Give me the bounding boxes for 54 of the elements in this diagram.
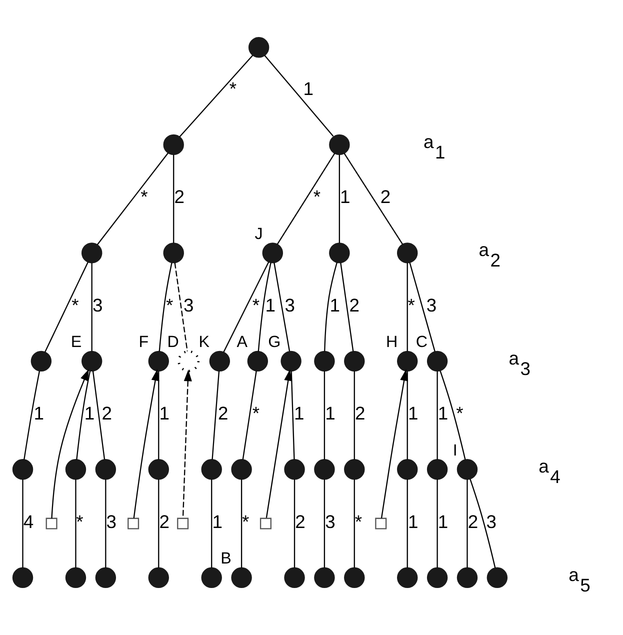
edge-label: * [408,294,415,315]
node-label: K [198,332,210,351]
node-label: C [416,332,428,351]
node-label: J [254,224,263,242]
edge-label: 1 [438,402,448,424]
edge-label: 2 [349,294,360,315]
edge-label: * [354,510,362,532]
node-label: H [386,332,398,351]
edge-label: 2 [102,402,112,424]
edge-label: 3 [284,294,296,315]
edge-label: 1 [303,77,314,98]
edge-label: 2 [295,510,306,532]
edge-label: 1 [408,402,418,424]
edge-label: * [140,186,148,207]
edge-label: 1 [408,510,418,532]
edge-label: 4 [23,510,34,532]
edge-label: 3 [325,510,336,532]
edge-label: 3 [92,294,103,315]
node-label: D [167,332,179,351]
edge-label: 3 [106,510,117,532]
edge-label: 1 [294,402,304,424]
edge-label: 2 [355,402,366,424]
edge-label: 1 [265,294,276,315]
node-label: G [268,332,281,351]
edge-label: 1 [159,402,170,424]
edge-label: * [252,294,260,315]
edge-label: 2 [218,402,228,424]
edge-label: 1 [340,186,350,207]
node-label: F [138,332,149,351]
edge-label: 1 [212,510,222,532]
edge-label: 3 [486,510,497,532]
edge-label: * [456,402,464,424]
edge-label: 1 [84,402,95,424]
edge-label: * [252,402,260,424]
node-label: E [70,332,82,351]
edge-label: * [76,510,84,532]
edge-label: * [242,510,250,532]
edge-label: 1 [330,294,340,315]
edge-label: * [313,186,321,207]
edge-label: 3 [183,294,194,315]
edge-label: 1 [34,402,44,424]
node-label: I [452,440,458,459]
edge-label: 1 [438,510,448,532]
edge-label: * [72,294,79,315]
edge-label: 2 [174,186,184,207]
edge-label: * [166,294,174,315]
node-label: A [236,332,248,351]
edge-label: 2 [468,510,478,532]
node-label: B [220,549,232,568]
edge-label: 3 [426,294,437,315]
edge-label: * [229,77,236,98]
edge-label: 2 [380,186,391,207]
edge-label: 1 [325,402,336,424]
edge-label: 2 [159,510,170,532]
